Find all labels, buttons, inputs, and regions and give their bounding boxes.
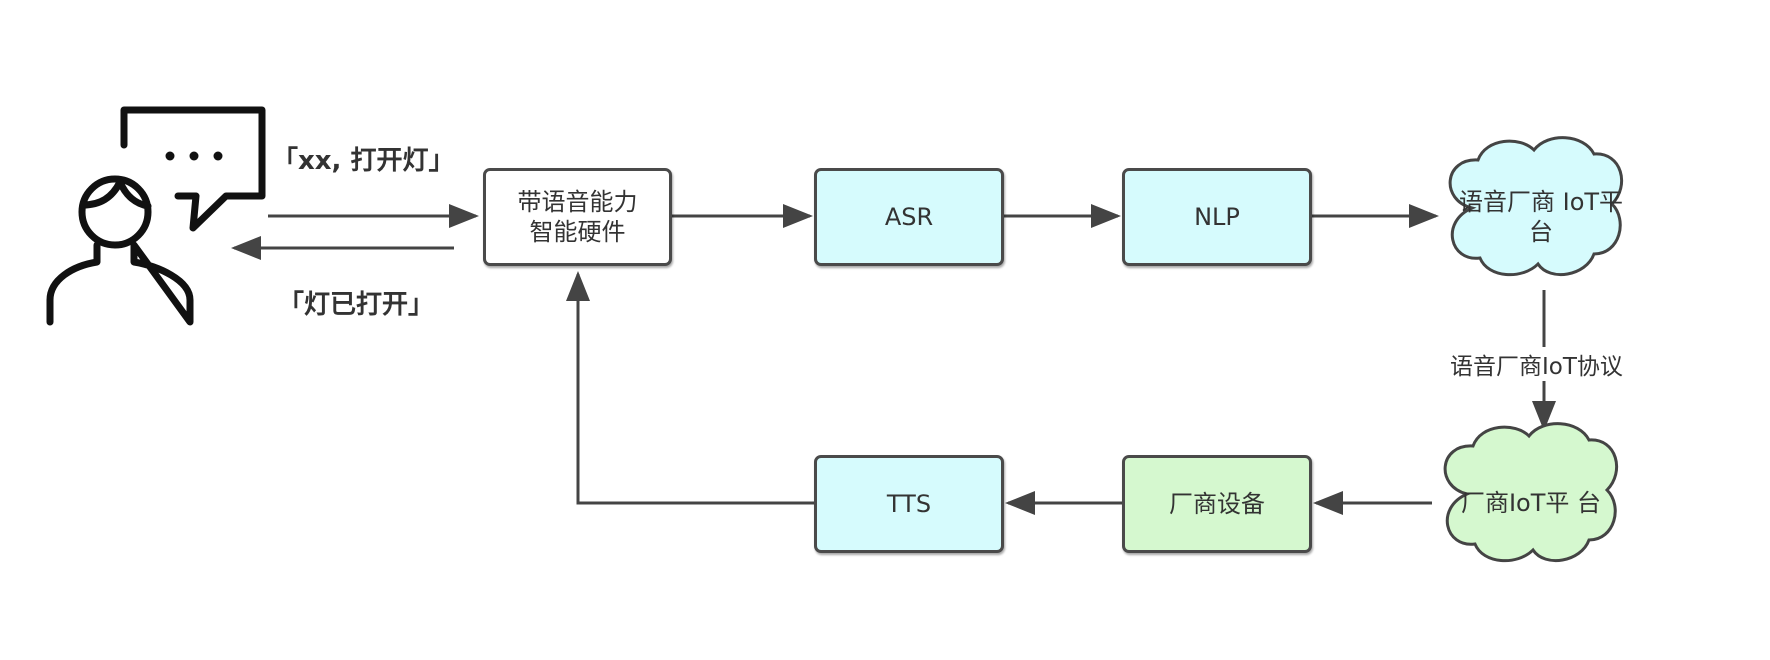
nlp-node: NLP [1122, 168, 1312, 266]
person-speech-bubble-icon [46, 106, 266, 326]
tts-label: TTS [886, 490, 932, 518]
person-body-icon [46, 241, 194, 326]
arrow-tts-to-hardware [566, 271, 816, 505]
vendor-iot-platform-node: 厂商IoT平 台 [1446, 458, 1616, 548]
nlp-label: NLP [1194, 203, 1240, 231]
bubble-dots [165, 151, 223, 161]
response-utterance-label: 「灯已打开」 [278, 290, 435, 320]
person-head-icon [78, 175, 152, 249]
voice-iot-platform-cloud [1448, 136, 1624, 277]
voice-iot-platform-label-line1: 语音厂商 [1458, 188, 1555, 216]
smart-hardware-label-line1: 带语音能力 [517, 188, 638, 216]
vendor-iot-platform-cloud [1443, 422, 1619, 563]
vendor-device-node: 厂商设备 [1122, 455, 1312, 553]
tts-node: TTS [814, 455, 1004, 553]
smart-hardware-label-line2: 智能硬件 [529, 218, 626, 246]
request-utterance-label: 「xx, 打开灯」 [272, 146, 455, 176]
vendor-iot-platform-label-line2: 台 [1577, 489, 1602, 517]
voice-iot-platform-label-line2: IoT平台 [1529, 188, 1624, 246]
asr-node: ASR [814, 168, 1004, 266]
smart-hardware-node: 带语音能力 智能硬件 [483, 168, 672, 266]
vendor-device-label: 厂商设备 [1169, 490, 1265, 518]
protocol-label: 语音厂商IoT协议 [1447, 347, 1626, 381]
voice-iot-platform-node: 语音厂商 IoT平台 [1456, 172, 1626, 262]
vendor-iot-platform-label-line1: 厂商IoT平 [1460, 489, 1570, 517]
speech-bubble-icon [120, 106, 266, 232]
asr-label: ASR [884, 203, 934, 231]
